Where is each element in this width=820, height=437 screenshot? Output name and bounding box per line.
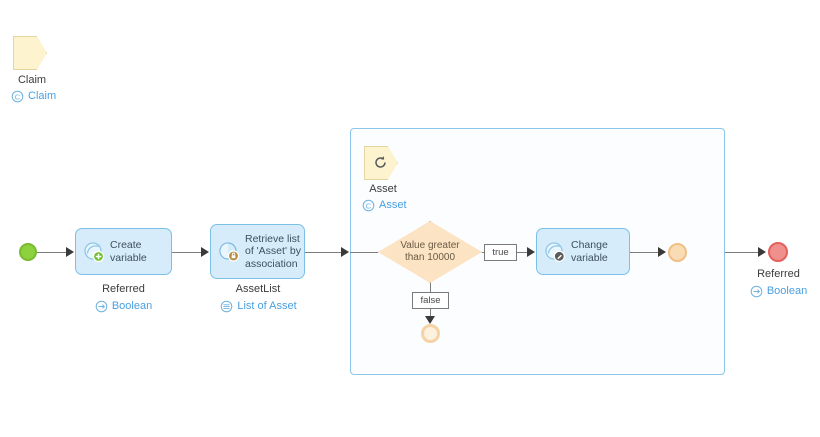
- activity-create-variable[interactable]: Create variable: [75, 228, 172, 275]
- flow-connector: [725, 252, 763, 253]
- flow-arrowhead: [341, 247, 349, 257]
- end-event-ring-icon[interactable]: [421, 324, 440, 343]
- parameter-claim-type-label: Claim: [28, 90, 57, 102]
- parameter-claim-name: Claim: [17, 74, 47, 86]
- loop-iterator-name: Asset: [369, 183, 397, 195]
- flow-connector: [172, 252, 204, 253]
- entity-icon: C: [362, 199, 375, 212]
- flow-arrowhead: [425, 316, 435, 324]
- flow-arrowhead: [527, 247, 535, 257]
- flow-connector: [350, 252, 378, 253]
- list-icon: [220, 300, 233, 313]
- end-event-caption-name: Referred: [757, 268, 800, 280]
- svg-text:C: C: [15, 92, 21, 101]
- entity-icon: C: [11, 90, 24, 103]
- boolean-icon: [750, 285, 763, 298]
- loop-iterator-type-label: Asset: [379, 199, 407, 211]
- change-variable-icon: [544, 241, 566, 263]
- end-event-caption-type-label: Boolean: [766, 285, 808, 297]
- flow-arrowhead: [66, 247, 74, 257]
- end-event-icon[interactable]: [668, 243, 687, 262]
- boolean-icon: [95, 300, 108, 313]
- retrieve-icon: [218, 241, 240, 263]
- end-event-red-icon[interactable]: [768, 242, 788, 262]
- flow-connector: [37, 252, 69, 253]
- start-event-icon[interactable]: [19, 243, 37, 261]
- loop-iterator-type[interactable]: C Asset: [362, 198, 472, 212]
- flow-connector-false: [430, 283, 431, 293]
- activity-retrieve-list[interactable]: Retrieve list of 'Asset' by association: [210, 224, 305, 279]
- entity-pentagon-icon: [13, 36, 47, 70]
- flow-connector-false: [430, 309, 431, 319]
- activity-retrieve-list-caption-type[interactable]: List of Asset: [206, 299, 311, 313]
- activity-create-variable-caption-type[interactable]: Boolean: [75, 299, 172, 313]
- activity-change-variable-label: Change variable: [571, 239, 608, 264]
- loop-iterator-icon: [373, 155, 388, 170]
- svg-text:C: C: [366, 201, 372, 210]
- flow-label-true[interactable]: true: [484, 244, 517, 261]
- activity-change-variable[interactable]: Change variable: [536, 228, 630, 275]
- activity-retrieve-list-caption-type-label: List of Asset: [237, 300, 297, 312]
- activity-create-variable-label: Create variable: [110, 239, 147, 264]
- flow-connector: [630, 252, 663, 253]
- activity-create-variable-caption-name: Referred: [102, 283, 145, 295]
- end-event-caption-type[interactable]: Boolean: [731, 284, 820, 298]
- flow-arrowhead: [658, 247, 666, 257]
- flow-arrowhead: [201, 247, 209, 257]
- flow-connector: [305, 252, 347, 253]
- activity-create-variable-caption-type-label: Boolean: [111, 300, 153, 312]
- decision-value-greater[interactable]: Value greater than 10000: [378, 221, 482, 283]
- activity-retrieve-list-label: Retrieve list of 'Asset' by association: [245, 232, 301, 270]
- loop-iterator-shape[interactable]: [364, 146, 404, 182]
- decision-label: Value greater than 10000: [400, 240, 460, 263]
- flow-label-false[interactable]: false: [412, 292, 449, 309]
- flow-arrowhead: [758, 247, 766, 257]
- flow-connector-true: [517, 252, 531, 253]
- parameter-claim-type[interactable]: C Claim: [11, 89, 121, 103]
- parameter-claim-shape[interactable]: [13, 36, 53, 72]
- activity-retrieve-list-caption-name: AssetList: [235, 283, 281, 295]
- create-variable-icon: [83, 241, 105, 263]
